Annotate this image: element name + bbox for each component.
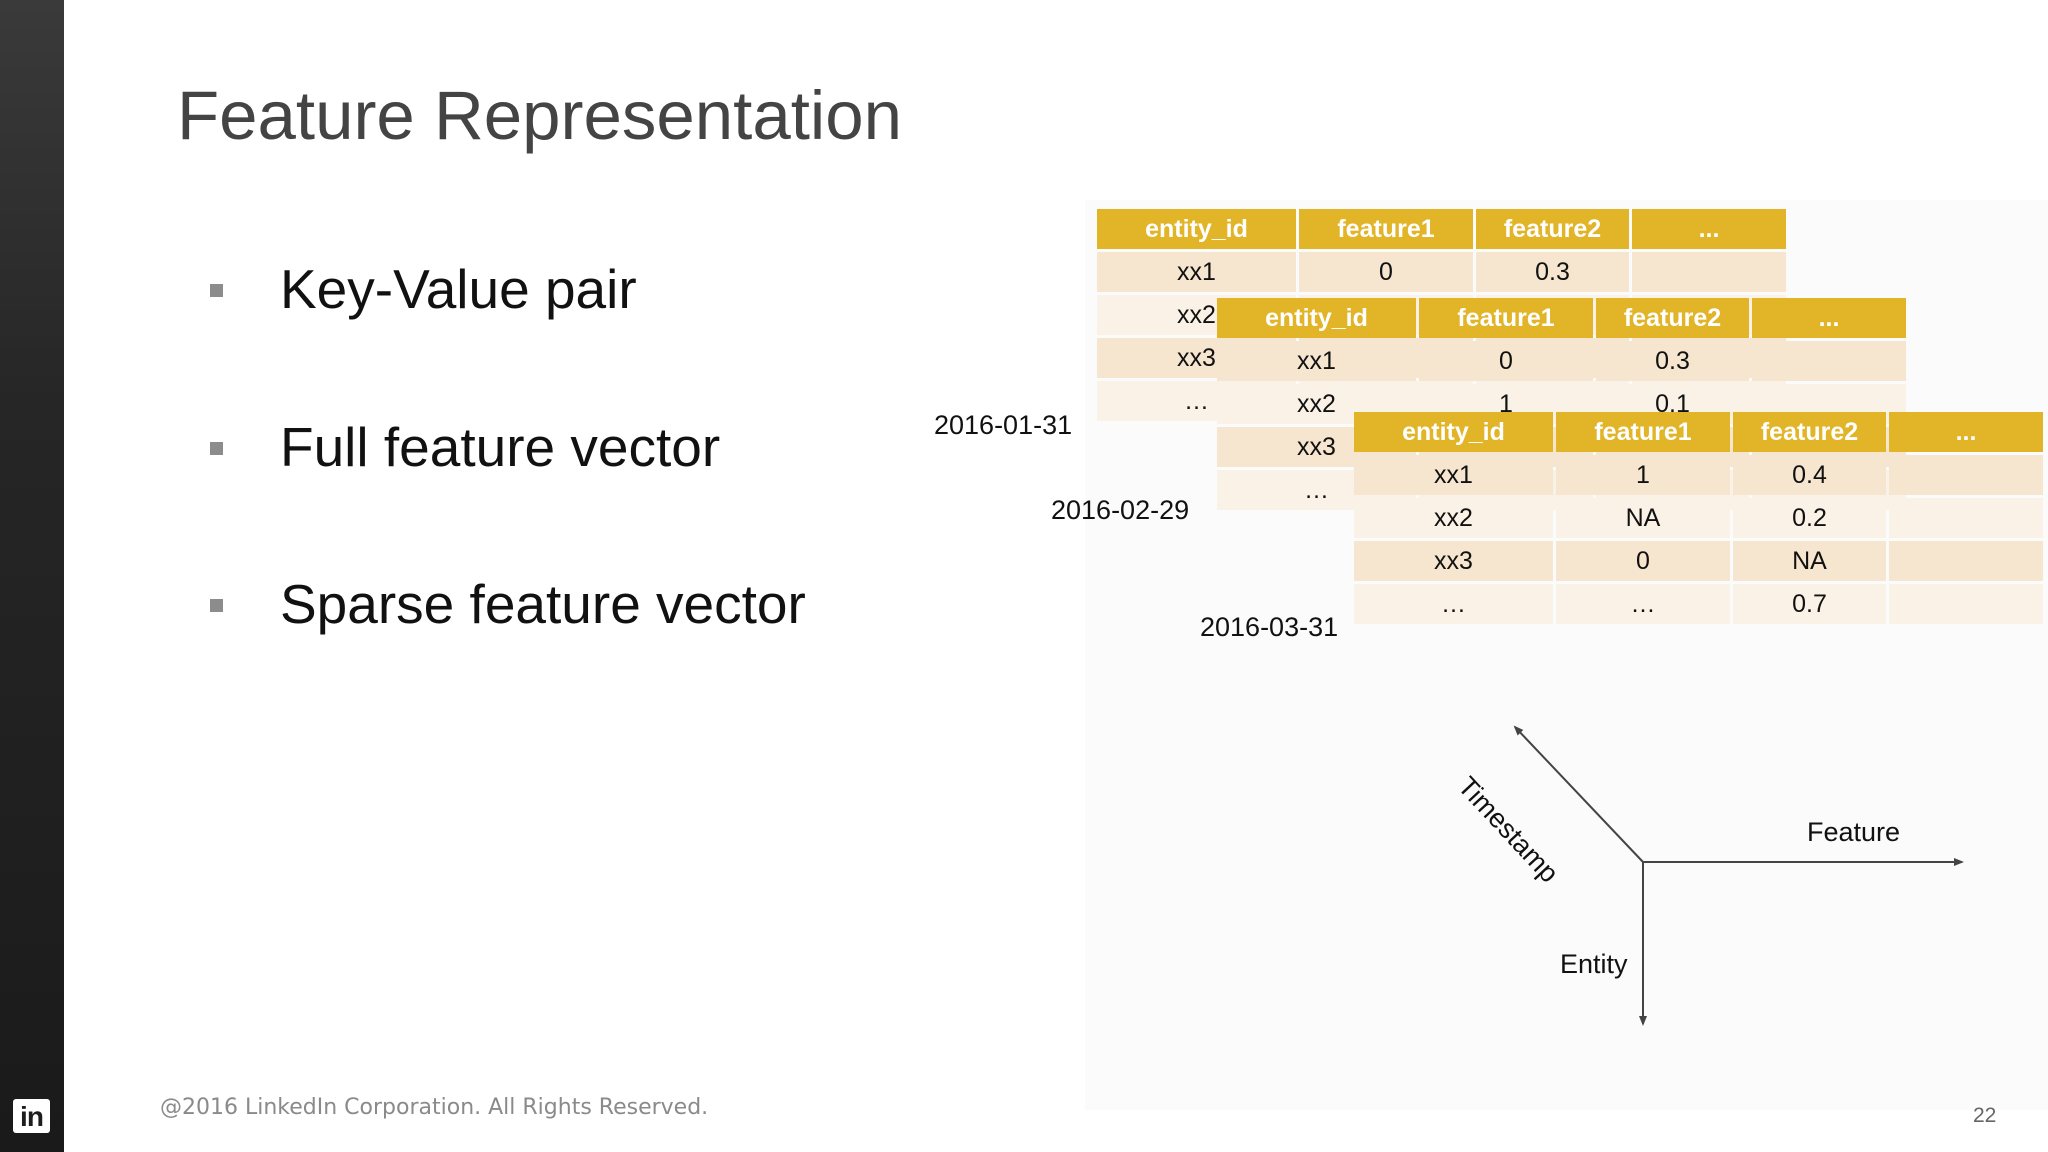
column-header: ...: [1889, 412, 2043, 452]
table-cell: [1889, 541, 2043, 581]
column-header: feature2: [1476, 209, 1629, 249]
linkedin-logo-icon: in: [13, 1099, 50, 1133]
square-bullet-icon: [210, 599, 223, 612]
column-header: entity_id: [1097, 209, 1296, 249]
bullet-item: Sparse feature vector: [210, 571, 1110, 651]
bullet-text: Key-Value pair: [280, 258, 637, 320]
table-cell: 0.7: [1733, 584, 1886, 624]
entity-axis-label: Entity: [1560, 949, 1628, 979]
table-row: xx1 0 0.3: [1097, 252, 1786, 292]
timestamp-label: 2016-02-29: [1051, 495, 1190, 525]
table-cell: 0: [1419, 341, 1593, 381]
table-row: xx1 0 0.3: [1217, 341, 1906, 381]
square-bullet-icon: [210, 442, 223, 455]
slide-title: Feature Representation: [177, 77, 902, 154]
column-header: feature2: [1596, 298, 1749, 338]
table-cell: [1889, 455, 2043, 495]
column-header: entity_id: [1354, 412, 1553, 452]
copyright-footer: @2016 LinkedIn Corporation. All Rights R…: [160, 1095, 709, 1120]
table-cell: xx1: [1097, 252, 1296, 292]
table-row: … … 0.7: [1354, 584, 2043, 624]
bullet-text: Full feature vector: [280, 416, 721, 478]
table-cell: xx3: [1354, 541, 1553, 581]
column-header: entity_id: [1217, 298, 1416, 338]
left-sidebar-bar: [0, 0, 64, 1152]
table-row: xx3 0 NA: [1354, 541, 2043, 581]
table-cell: xx1: [1354, 455, 1553, 495]
column-header: ...: [1632, 209, 1786, 249]
table-row: xx1 1 0.4: [1354, 455, 2043, 495]
column-header: ...: [1752, 298, 1906, 338]
table-cell: xx1: [1217, 341, 1416, 381]
table-cell: NA: [1556, 498, 1730, 538]
table-cell: …: [1556, 584, 1730, 624]
table-cell: 0: [1556, 541, 1730, 581]
feature-table-2016-03-31: entity_id feature1 feature2 ... xx1 1 0.…: [1351, 409, 2046, 627]
column-header: feature1: [1556, 412, 1730, 452]
table-cell: …: [1354, 584, 1553, 624]
timestamp-label: 2016-01-31: [934, 410, 1073, 440]
page-number: 22: [1973, 1104, 1997, 1127]
table-cell: 1: [1556, 455, 1730, 495]
table-cell: 0.3: [1596, 341, 1749, 381]
timestamp-label: 2016-03-31: [1200, 612, 1339, 642]
table-cell: 0.3: [1476, 252, 1629, 292]
table-cell: NA: [1733, 541, 1886, 581]
table-cell: [1889, 498, 2043, 538]
table-cell: [1889, 584, 2043, 624]
table-cell: 0.4: [1733, 455, 1886, 495]
table-header-row: entity_id feature1 feature2 ...: [1217, 298, 1906, 338]
table-cell: [1632, 252, 1786, 292]
table-cell: 0.2: [1733, 498, 1886, 538]
table-cell: xx2: [1354, 498, 1553, 538]
table-cell: [1752, 341, 1906, 381]
table-header-row: entity_id feature1 feature2 ...: [1097, 209, 1786, 249]
bullet-text: Sparse feature vector: [280, 573, 806, 635]
column-header: feature1: [1299, 209, 1473, 249]
bullet-item: Full feature vector: [210, 414, 1110, 494]
table-header-row: entity_id feature1 feature2 ...: [1354, 412, 2043, 452]
square-bullet-icon: [210, 284, 223, 297]
column-header: feature1: [1419, 298, 1593, 338]
column-header: feature2: [1733, 412, 1886, 452]
table-row: xx2 NA 0.2: [1354, 498, 2043, 538]
bullet-item: Key-Value pair: [210, 256, 1110, 336]
timestamp-axis-arrow: [1513, 725, 1644, 863]
table-cell: 0: [1299, 252, 1473, 292]
feature-axis-label: Feature: [1807, 817, 1901, 847]
